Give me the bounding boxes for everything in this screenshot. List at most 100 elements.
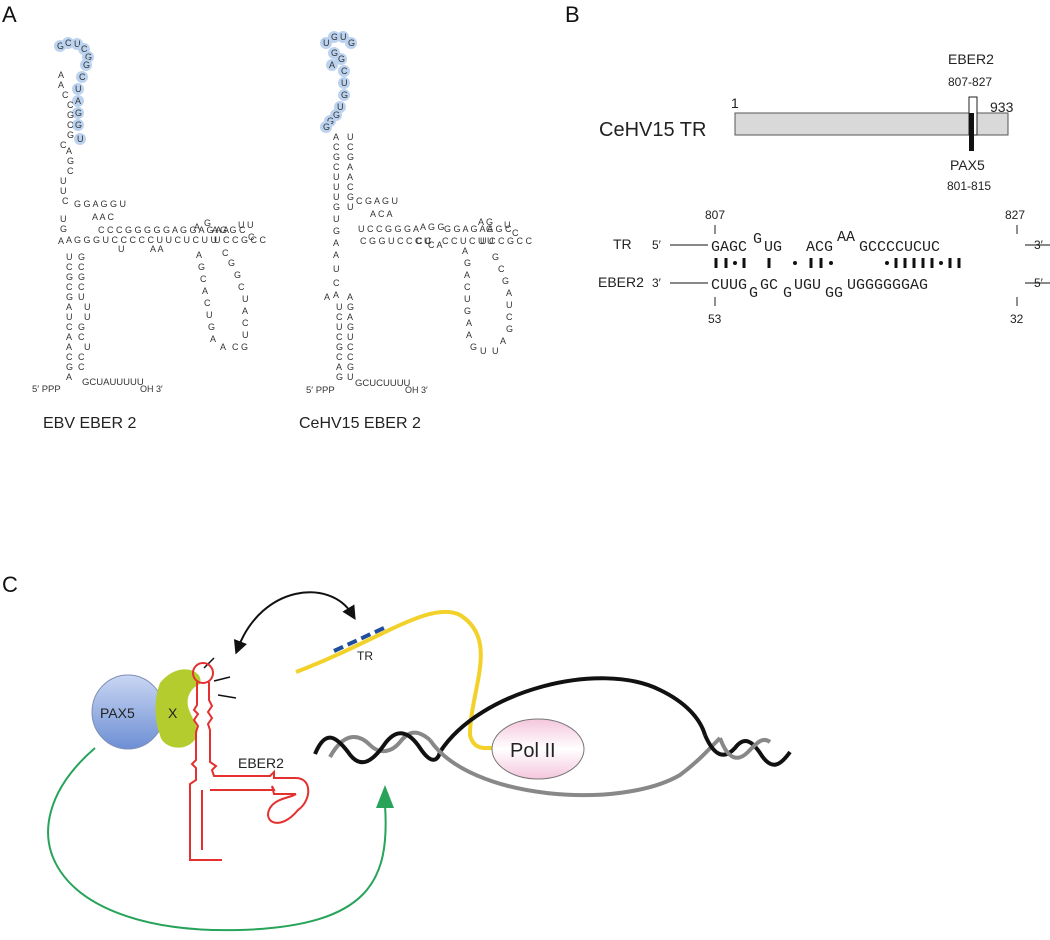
ebv-loop-nt: G (75, 108, 82, 118)
ebv-loop-nt: U (75, 84, 82, 94)
cehv15-loop-nt: G (333, 110, 340, 120)
ebv-three-prime: 3′ (156, 384, 163, 394)
ebv-loop-nt: G (85, 52, 92, 62)
cehv15-loop-nt-highlight (338, 77, 350, 89)
tr-transcript (295, 609, 501, 751)
cehv15-branch-bottom: C G G U C C C UC CC AC C U C U UU C C G … (360, 236, 533, 250)
tr-label: TR (357, 649, 373, 663)
dna-strand-gray-left (328, 730, 432, 759)
eber2-rna-drawing (189, 662, 310, 861)
cehv15-loop-nt: G (331, 32, 338, 42)
cehv15-loop-nt-highlight (326, 59, 338, 71)
signal-lines (203, 657, 237, 699)
ebv-caption: EBV EBER 2 (43, 415, 136, 432)
ebv-loop-nt: U (77, 134, 84, 144)
map-title: CeHV15 TR (599, 119, 706, 141)
cehv15-loop-nt-highlight (345, 37, 357, 49)
cehv15-loop-nt: U (340, 32, 347, 42)
cehv15-loop-nt: G (341, 90, 348, 100)
eber2-label: EBER2 (238, 755, 284, 771)
tr-num-left: 807 (705, 208, 725, 222)
tr-three: 3′ (1034, 238, 1044, 252)
eb-three: 3′ (652, 276, 662, 290)
panel-a-label: A (2, 2, 17, 27)
ebv-loop-nt: C (65, 38, 72, 48)
eber2-row-label: EBER2 (598, 274, 644, 290)
cehv15-loop-nt: G (327, 116, 334, 126)
dna-strand-black-left (313, 731, 442, 765)
cehv15-loop-nt: U (323, 38, 330, 48)
pax5-label: PAX5 (100, 705, 135, 721)
map-start: 1 (731, 95, 739, 111)
panel-b-label: B (565, 2, 580, 27)
map-eber2-label: EBER2 (948, 51, 994, 67)
tr-num-right: 827 (1005, 208, 1025, 222)
ebv-loop-nt: C (79, 72, 86, 82)
eb-five: 5′ (1034, 276, 1044, 290)
map-pax5-label: PAX5 (950, 157, 985, 173)
cehv15-loop-nt: G (323, 122, 330, 132)
bubble-top-strand (438, 676, 707, 754)
cehv15-five-prime: 5′ PPP (306, 385, 335, 396)
dna-strand-gray-right (718, 737, 772, 760)
ebv-five-prime: 5′ PPP (32, 384, 61, 395)
cehv15-loop-nt-highlight (338, 89, 350, 101)
base-pair-marks (714, 258, 961, 268)
ebv-loop-nt: C (81, 44, 88, 54)
tr-five: 5′ (652, 238, 662, 252)
ebv-loop-nt-highlight (74, 133, 86, 145)
activation-arrow-curve (47, 747, 387, 932)
interaction-double-arrow (233, 591, 356, 655)
map-end: 933 (990, 99, 1014, 115)
cehv15-loop-nt: G (331, 48, 338, 58)
map-pax5-range: 801-815 (947, 179, 991, 193)
wobble-dots (733, 261, 943, 265)
cehv15-loop-nt-highlight (328, 31, 340, 43)
x-label: X (168, 705, 178, 721)
cehv15-loop-nt: A (329, 60, 335, 70)
ebv-loop-nt: G (83, 60, 90, 70)
ebv-loop-nt-highlight (72, 107, 84, 119)
cehv15-loop-nt: U (337, 102, 344, 112)
ebv-loop-nt: G (75, 120, 82, 130)
bubble-bottom-strand (428, 736, 722, 798)
cehv15-oh: OH (405, 385, 419, 395)
activation-arrow-head (376, 785, 394, 808)
ebv-oh: OH (140, 384, 154, 394)
cehv15-three-prime: 3′ (421, 385, 428, 395)
tr-map: EBER2 807-827 1 933 CeHV15 TR PAX5 801-8… (599, 51, 1014, 193)
cehv15-tail-seq: GCUCUUUU (355, 378, 411, 389)
tr-site (333, 625, 387, 653)
x-protein (155, 669, 201, 748)
ebv-tail-seq: GCUAUUUUU (82, 377, 144, 388)
ebv-branch-bottom: A G G G U C C C C C U U C U C U U (66, 235, 217, 245)
map-eber2-range: 807-827 (948, 75, 992, 89)
cehv15-loop-nt-highlight (320, 121, 332, 133)
eb-num-left: 53 (708, 312, 722, 326)
cehv15-loop-nt: C (341, 66, 348, 76)
panel-c-label: C (2, 572, 18, 597)
eb-num-right: 32 (1010, 312, 1024, 326)
ebv-loop-nt-highlight (72, 119, 84, 131)
cehv15-loop-nt: U (341, 78, 348, 88)
pol-ii-complex (491, 718, 585, 780)
ebv-loop-nt-highlight (72, 95, 84, 107)
tr-row-label: TR (613, 236, 632, 252)
cehv15-loop-nt-highlight (338, 65, 350, 77)
